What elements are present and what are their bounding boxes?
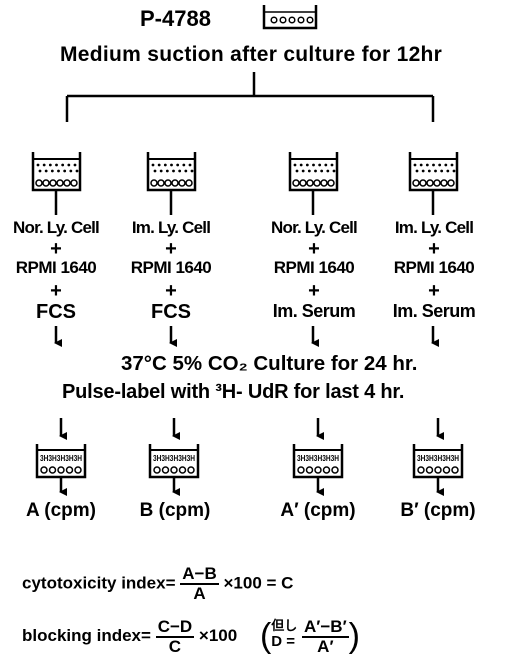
culture-step: 37°C 5% CO₂ Culture for 24 hr. [121,352,417,376]
cell-label: Nor. Ly. Cell [0,218,112,238]
step-medium-suction: Medium suction after culture for 12hr [60,43,442,67]
labeled-plates-row: 3H3H3H3H3H 3H3H3H3H3H 3H3H3H3H3H 3H3H3H3H3H [37,444,462,477]
note-prefix: 但し [271,619,297,633]
blocking-label: blocking index [22,626,141,645]
source-plate-icon [264,5,316,28]
fraction-numerator: C−D [156,618,194,638]
cell-plate-icon [290,152,337,190]
down-arrows-2 [61,418,438,436]
serum-label: FCS [0,301,112,324]
result-b: B (cpm) [120,500,230,522]
pulse-label-step: Pulse-label with ³H- UdR for last 4 hr. [62,381,404,404]
cytotoxicity-formula: cytotoxicity index= A−B A ×100 = C [22,565,293,603]
plus-sign: + [118,280,224,303]
tritium-label: 3H3H3H3H3H [153,454,195,463]
blocking-formula: blocking index= C−D C ×100 ( 但し D = A′−B… [22,617,360,656]
formula-rest: ×100 = C [224,573,294,592]
cell-label: Im. Ly. Cell [118,218,224,238]
medium-label: RPMI 1640 [0,258,112,278]
tritium-label: 3H3H3H3H3H [297,454,339,463]
fraction-denominator: A′ [302,638,349,656]
serum-label: FCS [118,301,224,324]
result-b-prime: B′ (cpm) [382,500,494,522]
medium-label: RPMI 1640 [118,258,224,278]
cell-plates-row [33,152,457,190]
medium-label: RPMI 1640 [256,258,372,278]
down-arrows-1 [56,326,433,343]
note-block: 但し D = [271,619,297,650]
cell-plate-icon [410,152,457,190]
labeled-plate-icon: 3H3H3H3H3H [37,444,85,477]
fraction-denominator: C [156,638,194,656]
note-d: D = [271,633,295,650]
cytotoxicity-fraction: A−B A [180,565,218,603]
fraction-numerator: A−B [180,565,218,585]
plus-sign: + [380,280,488,303]
note-fraction: A′−B′ A′ [302,618,349,656]
branch-bracket [67,72,433,122]
cytotoxicity-label: cytotoxicity index [22,573,166,592]
blocking-fraction: C−D C [156,618,194,656]
cell-label: Im. Ly. Cell [380,218,488,238]
plus-sign: + [256,280,372,303]
sample-code: P-4788 [140,6,211,32]
tritium-label: 3H3H3H3H3H [40,454,82,463]
cell-plate-icon [148,152,195,190]
formula-rest: ×100 [199,626,237,645]
result-a: A (cpm) [6,500,116,522]
fraction-numerator: A′−B′ [302,618,349,638]
serum-label: Im. Serum [256,301,372,322]
equals-sign: = [141,626,151,645]
cell-plate-icon [33,152,80,190]
cell-label: Nor. Ly. Cell [256,218,372,238]
tritium-label: 3H3H3H3H3H [417,454,459,463]
plus-sign: + [0,280,112,303]
result-a-prime: A′ (cpm) [262,500,374,522]
equals-sign: = [166,573,176,592]
labeled-plate-icon: 3H3H3H3H3H [294,444,342,477]
labeled-plate-icon: 3H3H3H3H3H [150,444,198,477]
fraction-denominator: A [180,585,218,603]
medium-label: RPMI 1640 [380,258,488,278]
down-arrows-3 [61,477,438,492]
labeled-plate-icon: 3H3H3H3H3H [414,444,462,477]
serum-label: Im. Serum [380,301,488,322]
